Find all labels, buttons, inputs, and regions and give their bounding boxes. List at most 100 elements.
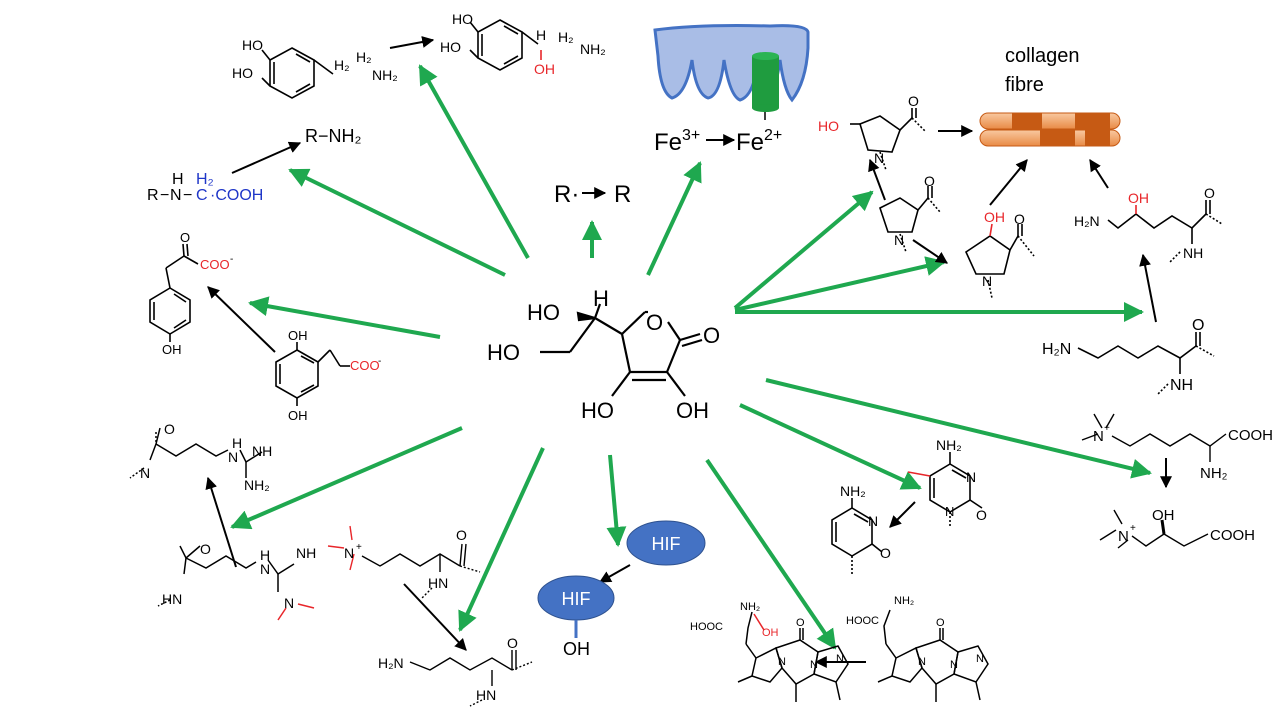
trimethyllysine-free: N + COOH NH₂: [1081, 413, 1273, 482]
hydroxyphenylpyruvate: O COO - OH: [149, 230, 233, 357]
fe3-label: Fe: [654, 129, 682, 156]
svg-text:HO: HO: [452, 11, 473, 27]
svg-text:NH: NH: [252, 443, 272, 459]
svg-text:H₂: H₂: [558, 29, 574, 45]
arginine: O N NH H N NH₂: [129, 421, 272, 493]
r-label: R: [614, 181, 631, 208]
svg-text:OH: OH: [984, 209, 1005, 225]
hif-oh-label: OH: [563, 639, 590, 659]
svg-text:O: O: [164, 421, 175, 437]
lysine-demethylated: H₂N O HN: [378, 635, 533, 707]
homogentisate: OH COO - OH: [275, 328, 381, 423]
svg-text:O: O: [976, 507, 987, 523]
svg-text:HN: HN: [428, 575, 448, 591]
svg-text:COOH: COOH: [1210, 527, 1255, 544]
svg-text:N: N: [170, 187, 182, 204]
hydroxylysine-to-collagen-arrow: [1089, 158, 1109, 189]
svg-text:N: N: [868, 513, 878, 529]
svg-text:OH: OH: [1152, 507, 1175, 524]
svg-text:H₂: H₂: [334, 57, 350, 73]
methylarginine: O HN H N NH N: [157, 541, 316, 621]
norepinephrine: HO HO H H₂ NH₂ OH: [440, 11, 606, 77]
svg-text:N: N: [982, 273, 992, 289]
arrow-to-norepinephrine: [418, 64, 530, 259]
svg-text:OH: OH: [162, 342, 182, 357]
fe2-charge: 2+: [764, 127, 782, 144]
svg-text:H₂N: H₂N: [1042, 341, 1071, 358]
svg-text:-: -: [230, 254, 233, 265]
svg-text:NH₂: NH₂: [894, 595, 914, 607]
hif-hydroxylation-arrow: [598, 564, 631, 583]
svg-text:OH: OH: [534, 61, 555, 77]
svg-text:HO: HO: [818, 118, 839, 134]
svg-text:HO: HO: [242, 37, 263, 53]
svg-text:O: O: [180, 230, 190, 245]
svg-text:NH₂: NH₂: [840, 483, 866, 499]
hydroxyproline-3: OH O N: [964, 209, 1035, 299]
svg-text:+: +: [1104, 423, 1110, 434]
svg-text:COOH: COOH: [1228, 427, 1273, 444]
svg-text:O: O: [456, 527, 467, 543]
svg-text:N: N: [284, 595, 294, 611]
channel-bottom: [752, 104, 779, 112]
green-arrows: [230, 64, 1152, 650]
ho-bottom-left-label: HO: [581, 398, 614, 423]
collagen-label-line1: collagen: [1005, 45, 1080, 67]
oh-bottom-right-label: OH: [676, 398, 709, 423]
arrow-to-hif: [606, 454, 627, 547]
trimethyllysine-to-lysine-arrow: [403, 583, 467, 651]
svg-text:O: O: [796, 617, 805, 629]
svg-text:OH: OH: [288, 408, 308, 423]
o-carbonyl-label: O: [703, 323, 720, 348]
svg-text:O: O: [924, 173, 935, 189]
hif: HIF HIF OH: [537, 520, 706, 659]
svg-text:H₂: H₂: [196, 171, 214, 188]
svg-text:OH: OH: [288, 328, 308, 343]
svg-text:OH: OH: [762, 627, 779, 639]
hydroxyproline-4: HO O N: [818, 93, 927, 171]
svg-text:COO: COO: [200, 257, 230, 272]
svg-text:+: +: [356, 542, 362, 553]
svg-text:O: O: [1192, 317, 1204, 334]
svg-text:N: N: [228, 449, 238, 465]
radical-reduction: R· R: [554, 181, 631, 208]
svg-text:N: N: [1118, 528, 1129, 545]
svg-text:N: N: [836, 653, 844, 665]
svg-text:H₂: H₂: [356, 49, 372, 65]
trimethyllysine: N + O HN: [327, 525, 481, 599]
arginine-up-arrow: [205, 476, 237, 568]
hif-substrate: [626, 520, 706, 566]
amidation: R − N H − H₂ C ·COOH R−NH₂: [147, 126, 362, 204]
svg-text:NH: NH: [1170, 377, 1193, 394]
svg-text:HOOC: HOOC: [690, 621, 723, 633]
svg-text:C: C: [196, 187, 208, 204]
svg-text:HOOC: HOOC: [846, 615, 879, 627]
svg-text:H: H: [260, 547, 270, 563]
homogentisate-to-hppd-arrow: [207, 286, 276, 353]
amide-product: R−NH₂: [305, 126, 362, 146]
arrow-to-arginine: [230, 426, 463, 530]
proline-to-3hyp-arrow: [912, 239, 948, 264]
cytosine: NH₂ N O: [831, 483, 891, 576]
ascorbic-acid-labels: HO H O O HO HO OH: [487, 286, 720, 423]
svg-text:NH: NH: [296, 545, 316, 561]
svg-text:HO: HO: [232, 65, 253, 81]
svg-text:NH₂: NH₂: [372, 67, 398, 83]
hif-label-1: HIF: [652, 534, 681, 554]
lysine: H₂N O NH: [1042, 317, 1215, 395]
svg-text:HN: HN: [476, 687, 496, 703]
svg-text:N: N: [874, 150, 884, 166]
fe3-charge: 3+: [682, 127, 700, 144]
arrow-to-wybutosine: [705, 458, 837, 650]
o-ring-label: O: [646, 310, 663, 335]
svg-text:H₂N: H₂N: [378, 655, 404, 671]
arrow-to-carnitine: [765, 378, 1152, 479]
svg-text:N: N: [260, 561, 270, 577]
svg-text:HN: HN: [162, 591, 182, 607]
hydroxylysine: H₂N OH O NH: [1074, 185, 1223, 263]
svg-text:H: H: [172, 171, 184, 188]
carnitine: N + OH COOH: [1099, 507, 1255, 549]
methylcytosine: NH₂ N O N: [907, 437, 987, 528]
svg-text:Fe2+: Fe2+: [736, 127, 782, 156]
svg-text:NH₂: NH₂: [580, 41, 606, 57]
